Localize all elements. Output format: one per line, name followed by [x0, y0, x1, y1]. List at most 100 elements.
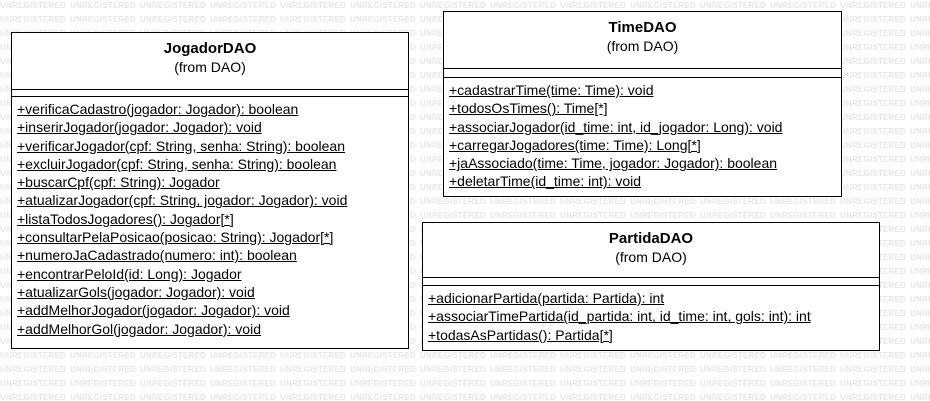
attributes-compartment	[12, 90, 408, 97]
watermark-text: UNREGISTERED	[70, 1, 136, 10]
operation[interactable]: +carregarJogadores(time: Time): Long[*]	[449, 136, 701, 153]
watermark-text: UNREGISTERED	[70, 351, 136, 360]
watermark-text: UNREGISTERED	[910, 309, 930, 318]
watermark-text: UNREGISTERED	[910, 113, 930, 122]
watermark-text: UNREGISTERED	[910, 295, 930, 304]
watermark-text: UNREGISTERED	[490, 379, 556, 388]
operation[interactable]: +consultarPelaPosicao(posicao: String): …	[17, 229, 334, 246]
watermark-text: UNREGISTERED	[840, 71, 906, 80]
operation[interactable]: +associarTimePartida(id_partida: int, id…	[428, 308, 811, 325]
operation[interactable]: +verificarJogador(cpf: String, senha: St…	[17, 137, 346, 154]
class-header: PartidaDAO (from DAO)	[423, 223, 879, 278]
operations-compartment: +verificaCadastro(jogador: Jogador): boo…	[12, 97, 408, 338]
watermark-text: UNREGISTERED	[420, 393, 486, 401]
watermark-text: UNREGISTERED	[840, 113, 906, 122]
operation[interactable]: +encontrarPeloId(id: Long): Jogador	[17, 265, 242, 282]
watermark-text: UNREGISTERED	[770, 197, 836, 206]
watermark-text: UNREGISTERED	[0, 379, 66, 388]
operation[interactable]: +addMelhorJogador(jogador: Jogador): voi…	[17, 302, 290, 319]
operation[interactable]: +listaTodosJogadores(): Jogador[*]	[17, 210, 234, 227]
class-jogador-dao[interactable]: JogadorDAO (from DAO) +verificaCadastro(…	[11, 32, 409, 349]
watermark-text: UNREGISTERED	[770, 1, 836, 10]
watermark-row: UNREGISTERED UNREGISTERED UNREGISTERED UNRE…	[0, 393, 930, 401]
watermark-text: UNREGISTERED	[560, 393, 626, 401]
watermark-text: UNREGISTERED	[910, 351, 930, 360]
watermark-text: UNREGISTERED	[840, 379, 906, 388]
watermark-text: UNREGISTERED	[910, 29, 930, 38]
watermark-text: UNREGISTERED	[910, 99, 930, 108]
watermark-text: UNREGISTERED	[560, 211, 626, 220]
watermark-text: UNREGISTERED	[840, 141, 906, 150]
watermark-text: UNREGISTERED	[350, 351, 416, 360]
watermark-text: UNREGISTERED	[490, 1, 556, 10]
watermark-text: UNREGISTERED	[0, 15, 66, 24]
watermark-text: UNREGISTERED	[700, 1, 766, 10]
class-time-dao[interactable]: TimeDAO (from DAO) +cadastrarTime(time: …	[443, 11, 842, 197]
class-partida-dao[interactable]: PartidaDAO (from DAO) +adicionarPartida(…	[422, 222, 880, 351]
operation[interactable]: +buscarCpf(cpf: String): Jogador	[17, 174, 220, 191]
operation[interactable]: +addMelhorGol(jogador: Jogador): void	[17, 320, 261, 337]
operation[interactable]: +jaAssociado(time: Time, jogador: Jogado…	[449, 155, 778, 172]
watermark-text: UNREGISTERED	[910, 239, 930, 248]
watermark-text: UNREGISTERED	[910, 71, 930, 80]
operation[interactable]: +todasAsPartidas(): Partida[*]	[428, 326, 613, 343]
watermark-text: UNREGISTERED	[700, 211, 766, 220]
operation[interactable]: +excluirJogador(cpf: String, senha: Stri…	[17, 155, 337, 172]
watermark-text: UNREGISTERED	[280, 1, 346, 10]
watermark-text: UNREGISTERED	[630, 211, 696, 220]
watermark-text: UNREGISTERED	[840, 43, 906, 52]
watermark-text: UNREGISTERED	[420, 211, 486, 220]
class-package: (from DAO)	[174, 59, 246, 75]
operation[interactable]: +adicionarPartida(partida: Partida): int	[428, 290, 665, 306]
watermark-text: UNREGISTERED	[0, 365, 66, 374]
watermark-text: UNREGISTERED	[840, 169, 906, 178]
watermark-text: UNREGISTERED	[140, 365, 206, 374]
watermark-text: UNREGISTERED	[840, 211, 906, 220]
watermark-text: UNREGISTERED	[910, 57, 930, 66]
watermark-text: UNREGISTERED	[560, 197, 626, 206]
watermark-text: UNREGISTERED	[770, 379, 836, 388]
operation[interactable]: +inserirJogador(jogador: Jogador): void	[17, 119, 262, 136]
watermark-text: UNREGISTERED	[910, 323, 930, 332]
operation[interactable]: +cadastrarTime(time: Time): void	[449, 82, 654, 98]
operation[interactable]: +deletarTime(id_time: int): void	[449, 173, 642, 190]
watermark-text: UNREGISTERED	[840, 99, 906, 108]
watermark-text: UNREGISTERED	[840, 155, 906, 164]
watermark-text: UNREGISTERED	[910, 85, 930, 94]
class-name: TimeDAO	[608, 19, 677, 36]
watermark-text: UNREGISTERED	[840, 15, 906, 24]
watermark-text: UNREGISTERED	[210, 351, 276, 360]
watermark-text: UNREGISTERED	[280, 351, 346, 360]
watermark-row: UNREGISTERED UNREGISTERED UNREGISTERED UNRE…	[0, 365, 930, 374]
watermark-text: UNREGISTERED	[0, 393, 66, 401]
watermark-text: UNREGISTERED	[630, 351, 696, 360]
operation[interactable]: +atualizarJogador(cpf: String, jogador: …	[17, 192, 348, 209]
operation[interactable]: +numeroJaCadastrado(numero: int): boolea…	[17, 247, 297, 264]
watermark-text: UNREGISTERED	[70, 393, 136, 401]
watermark-text: UNREGISTERED	[210, 15, 276, 24]
watermark-text: UNREGISTERED	[840, 365, 906, 374]
operation[interactable]: +atualizarGols(jogador: Jogador): void	[17, 283, 255, 300]
watermark-text: UNREGISTERED	[350, 15, 416, 24]
watermark-text: UNREGISTERED	[560, 351, 626, 360]
watermark-text: UNREGISTERED	[420, 379, 486, 388]
watermark-text: UNREGISTERED	[910, 169, 930, 178]
watermark-text: UNREGISTERED	[560, 379, 626, 388]
watermark-text: UNREGISTERED	[910, 127, 930, 136]
watermark-text: UNREGISTERED	[910, 225, 930, 234]
watermark-text: UNREGISTERED	[910, 393, 930, 401]
operation[interactable]: +verificaCadastro(jogador: Jogador): boo…	[17, 101, 299, 117]
watermark-text: UNREGISTERED	[0, 351, 66, 360]
watermark-text: UNREGISTERED	[840, 393, 906, 401]
watermark-text: UNREGISTERED	[700, 351, 766, 360]
watermark-text: UNREGISTERED	[840, 127, 906, 136]
watermark-text: UNREGISTERED	[350, 1, 416, 10]
class-package: (from DAO)	[615, 249, 687, 265]
class-name: PartidaDAO	[608, 230, 694, 247]
watermark-row: UNREGISTERED UNREGISTERED UNREGISTERED UNRE…	[0, 379, 930, 388]
watermark-text: UNREGISTERED	[490, 365, 556, 374]
watermark-text: UNREGISTERED	[910, 211, 930, 220]
operation[interactable]: +associarJogador(id_time: int, id_jogado…	[449, 118, 783, 135]
operation[interactable]: +todosOsTimes(): Time[*]	[449, 100, 608, 117]
watermark-text: UNREGISTERED	[910, 379, 930, 388]
